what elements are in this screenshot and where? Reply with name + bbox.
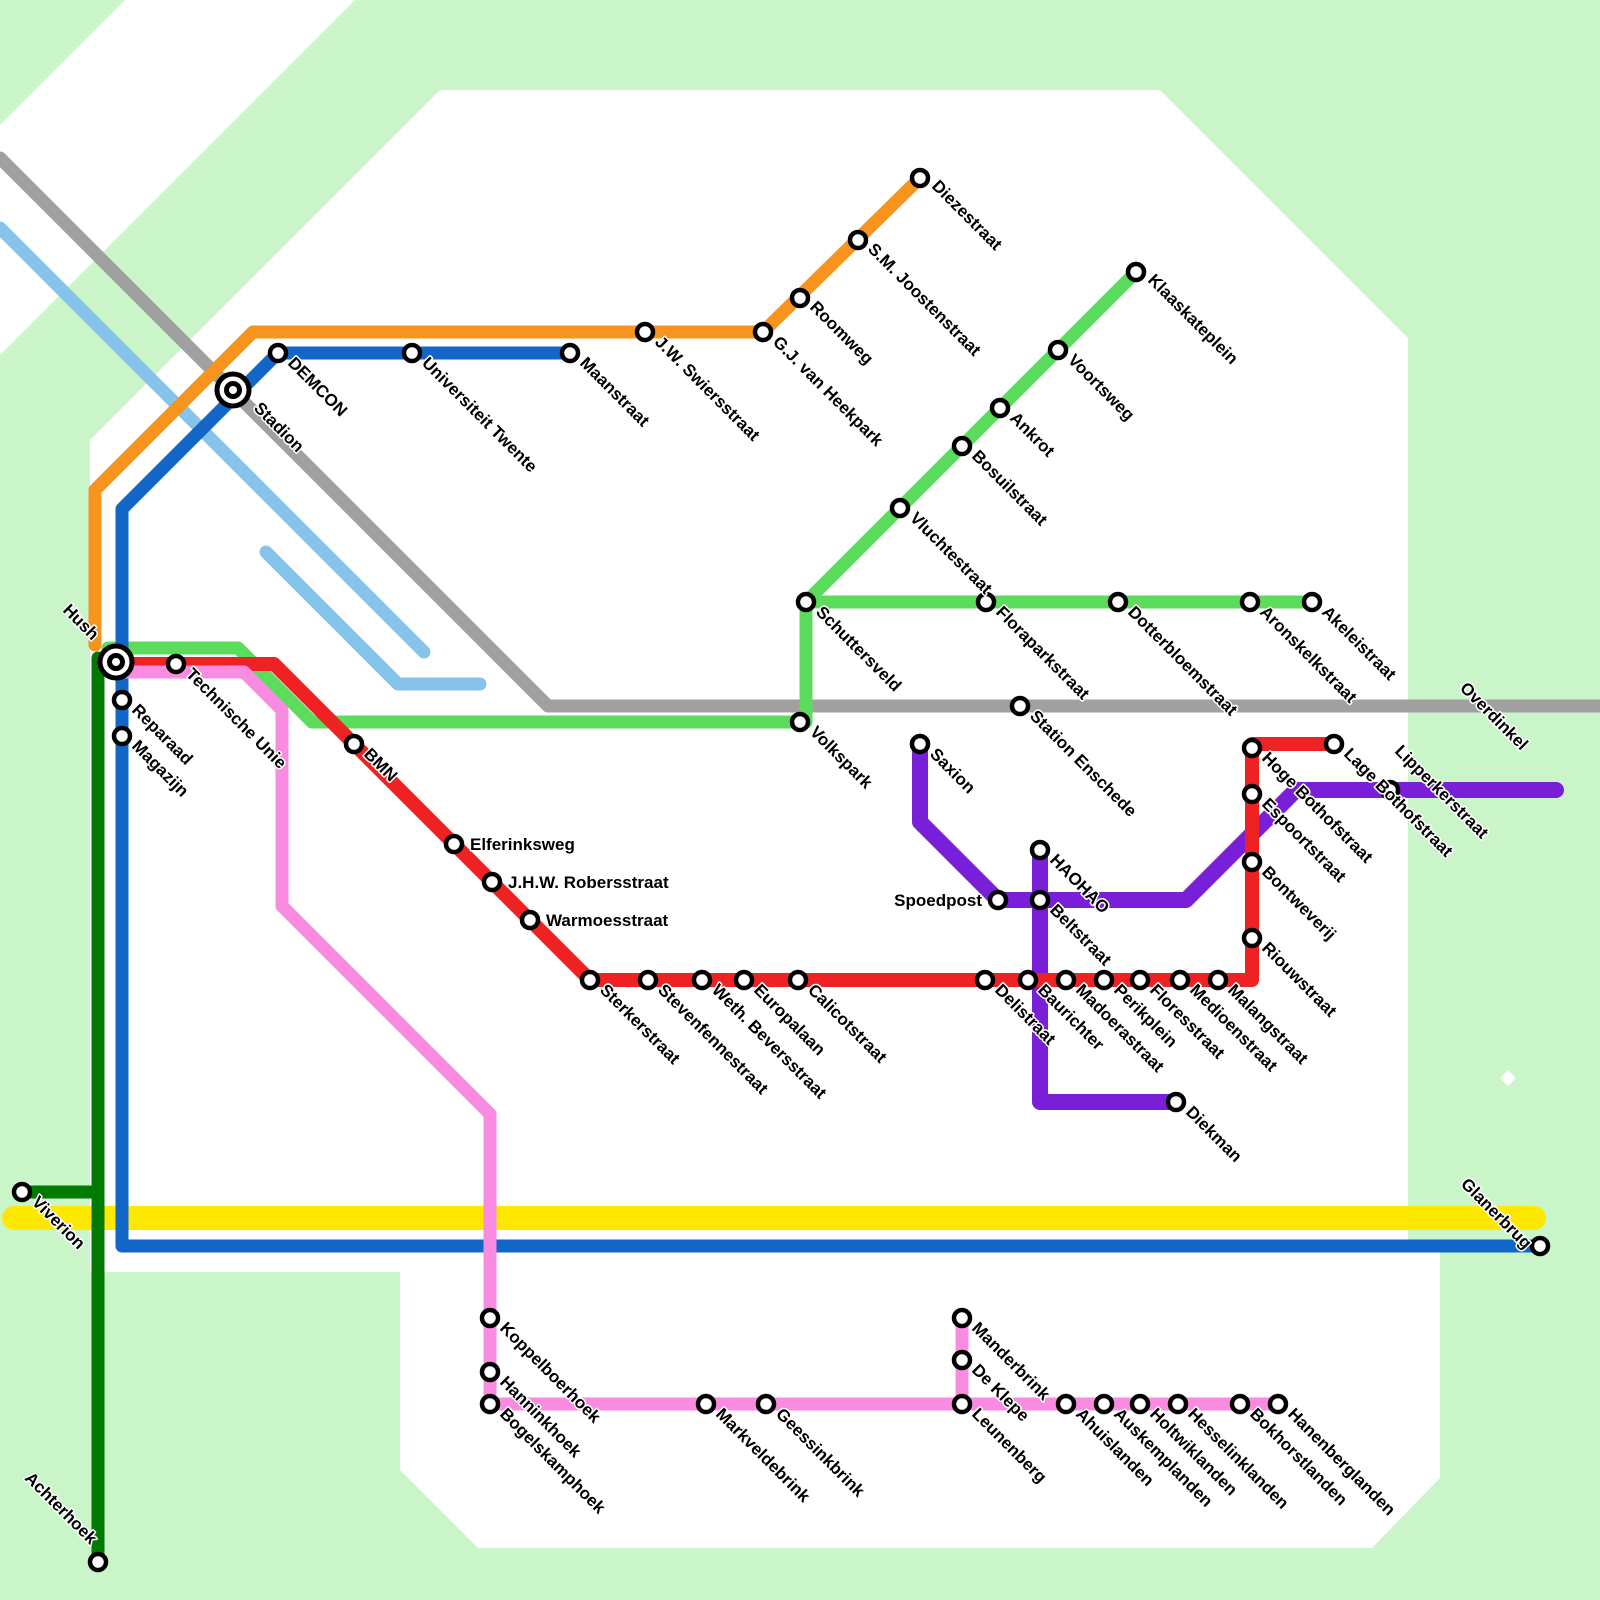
station-station-enschede [1009, 695, 1031, 717]
line-lightblue-3 [345, 573, 431, 659]
line-green-1 [101, 641, 813, 729]
station-jhw-robersstraat [481, 871, 503, 893]
station-maanstraat [559, 342, 581, 364]
station-label-warmoesstraat: Warmoesstraat [546, 911, 669, 930]
station-baurichter [1017, 969, 1039, 991]
station-schuttersveld [795, 591, 817, 613]
station-diekman [1165, 1091, 1187, 1113]
station-malangstraat [1207, 969, 1229, 991]
station-riouwstraat [1241, 927, 1263, 949]
station-volkspark [789, 711, 811, 733]
line-lightblue-2 [259, 545, 487, 691]
station-bmn [343, 733, 365, 755]
station-beltstraat [1029, 889, 1051, 911]
station-hanenberglanden [1267, 1393, 1289, 1415]
station-de-klepe [951, 1349, 973, 1371]
line-orange [88, 171, 927, 652]
map-panel-topleft-band [0, 0, 355, 355]
station-sm-joostenstraat [847, 229, 869, 251]
station-technische-unie [165, 653, 187, 675]
station-haohao [1029, 839, 1051, 861]
station-medioenstraat [1169, 969, 1191, 991]
line-red [111, 657, 1343, 987]
station-reparaad [111, 689, 133, 711]
station-achterhoek [87, 1551, 109, 1573]
station-elferinksweg [443, 833, 465, 855]
station-viverion [11, 1181, 33, 1203]
station-ankrot [989, 397, 1011, 419]
station-hoge-bothofstraat [1241, 737, 1263, 759]
station-bosuilstraat [951, 435, 973, 457]
map-panel-dot [1500, 1070, 1516, 1086]
station-saxion [909, 733, 931, 755]
station-weth-beversstraat [691, 969, 713, 991]
station-bontweverij [1241, 851, 1263, 873]
station-lipperkerstraat [1379, 779, 1401, 801]
station-gj-van-heekpark [752, 321, 774, 343]
station-label-spoedpost: Spoedpost [894, 891, 982, 910]
station-holtwiklanden [1129, 1393, 1151, 1415]
station-auskemplanden [1093, 1393, 1115, 1415]
station-vluchtestraat [889, 497, 911, 519]
station-magazijn [111, 725, 133, 747]
station-calicotstraat [787, 969, 809, 991]
station-universiteit-twente [401, 342, 423, 364]
station-europalaan [733, 969, 755, 991]
station-demcon [267, 342, 289, 364]
station-ahuislanden [1055, 1393, 1077, 1415]
station-delistraat [974, 969, 996, 991]
station-aronskelkstraat [1239, 591, 1261, 613]
station-madoerastraat [1055, 969, 1077, 991]
station-stevenfennestraat [637, 969, 659, 991]
station-markveldebrink [695, 1393, 717, 1415]
station-espoortstraat [1241, 783, 1263, 805]
station-diezestraat [909, 167, 931, 189]
station-label-elferinksweg: Elferinksweg [470, 835, 575, 854]
station-akeleistraat [1301, 591, 1323, 613]
station-hanninkhoek [479, 1361, 501, 1383]
station-klaaskateplein [1125, 261, 1147, 283]
station-dotterbloemstraat [1107, 591, 1129, 613]
station-manderbrink [951, 1307, 973, 1329]
station-hesselinklanden [1167, 1393, 1189, 1415]
station-roomweg [789, 287, 811, 309]
station-jw-swiersstraat [634, 321, 656, 343]
line-purple-1 [912, 736, 1564, 908]
station-floresstraat [1129, 969, 1151, 991]
station-warmoesstraat [519, 909, 541, 931]
line-blue [115, 346, 1547, 1253]
station-leunenberg [951, 1393, 973, 1415]
station-koppelboerhoek [479, 1307, 501, 1329]
line-purple-2 [1032, 842, 1184, 1110]
station-spoedpost [987, 889, 1009, 911]
station-sterkerstraat [579, 969, 601, 991]
station-glanerbrug [1529, 1235, 1551, 1257]
station-hush-inner-ring [107, 653, 125, 671]
station-floraparkstraat [975, 591, 997, 613]
station-bogelskamphoek [479, 1393, 501, 1415]
station-bokhorstlanden [1229, 1393, 1251, 1415]
station-label-jhw-robersstraat: J.H.W. Robersstraat [508, 873, 669, 892]
line-gray [0, 151, 1600, 713]
station-perikplein [1093, 969, 1115, 991]
station-voortsweg [1047, 339, 1069, 361]
station-geessinkbrink [755, 1393, 777, 1415]
station-stadion-inner-ring [224, 381, 242, 399]
station-lage-bothofstraat [1323, 733, 1345, 755]
